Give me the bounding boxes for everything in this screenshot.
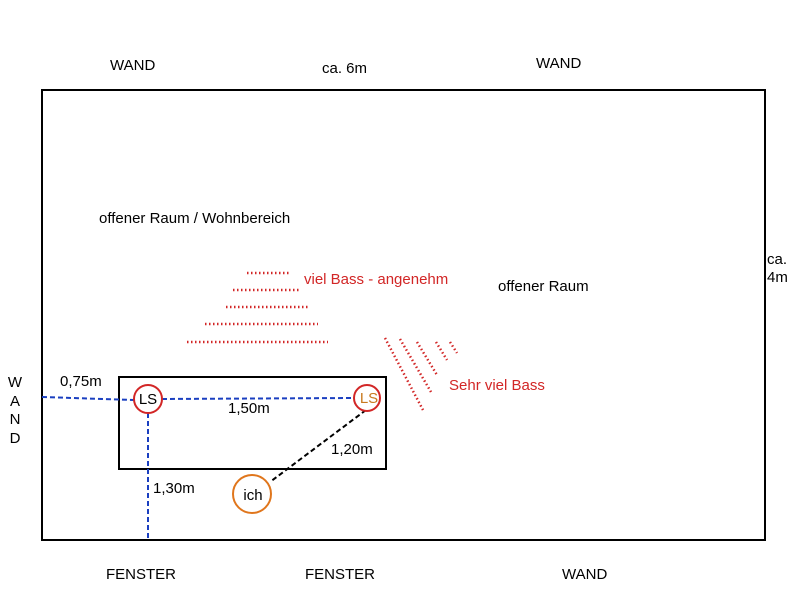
open-area-label: offener Raum [498, 278, 589, 295]
wall-label-top-right: WAND [536, 55, 581, 72]
bass-strong-line [415, 341, 439, 376]
bass-strong-line [383, 337, 425, 411]
bass-pleasant-lines [187, 271, 328, 344]
speaker-left-icon [133, 384, 163, 414]
living-area-label: offener Raum / Wohnbereich [99, 210, 290, 227]
wall-label-bottom-right: WAND [562, 566, 607, 583]
room-outline [41, 89, 766, 541]
width-label: ca. 6m [322, 60, 367, 77]
speaker-to-speaker-line [161, 397, 355, 400]
bass-strong-lines [383, 337, 459, 411]
window-to-speaker-label: 1,30m [153, 480, 195, 497]
wall-to-speaker-line [41, 396, 135, 401]
bass-strong-label: Sehr viel Bass [449, 377, 545, 394]
speaker-right-icon [353, 384, 381, 412]
speaker-right-label: LS [360, 390, 378, 407]
window-label-left: FENSTER [106, 566, 176, 583]
listener-icon [232, 474, 272, 514]
speaker-distance-label: 1,50m [228, 400, 270, 417]
wall-label-left-a: A [10, 393, 20, 410]
bass-strong-line [398, 338, 433, 393]
window-label-center: FENSTER [305, 566, 375, 583]
speaker-left-label: LS [139, 391, 157, 408]
depth-label-line2: 4m [767, 269, 788, 286]
bass-strong-line [434, 341, 449, 361]
wall-label-top-left: WAND [110, 57, 155, 74]
listener-label: ich [243, 487, 262, 504]
bass-strong-line [448, 341, 459, 354]
listener-distance-label: 1,20m [331, 441, 373, 458]
wall-label-left-w: W [8, 374, 23, 391]
furniture-rectangle [118, 376, 387, 470]
depth-label-line1: ca. [767, 251, 787, 268]
wall-label-left-d: D [10, 430, 21, 447]
wall-label-left-n: N [10, 411, 21, 428]
listener-line [269, 409, 367, 483]
wall-to-speaker-label: 0,75m [60, 373, 102, 390]
bass-pleasant-label: viel Bass - angenehm [304, 271, 448, 288]
